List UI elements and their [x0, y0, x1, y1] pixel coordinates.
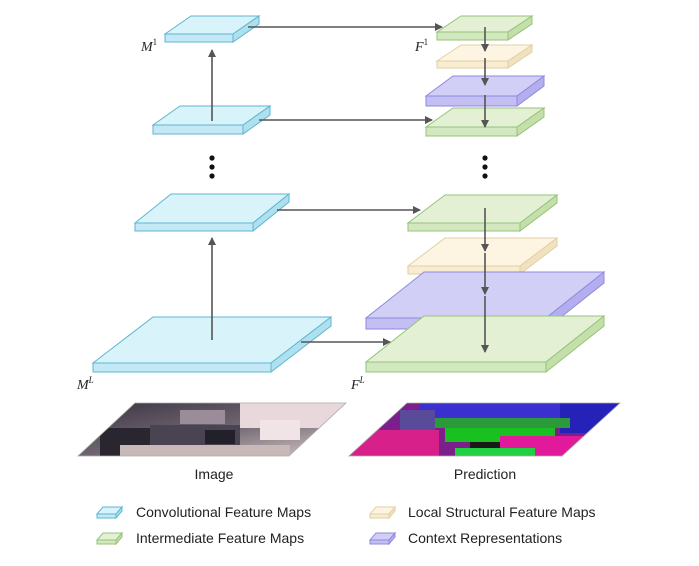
- prediction-map: [347, 402, 622, 457]
- label-f-top: F1: [414, 37, 428, 55]
- input-image: [76, 402, 348, 457]
- label-m-bottom: ML: [76, 375, 94, 393]
- legend-label-context: Context Representations: [408, 530, 562, 546]
- legend-swatch-local: [368, 505, 397, 520]
- legend-item-context: Context Representations: [368, 530, 562, 546]
- ellipsis-right: [482, 155, 488, 179]
- conv-map-level-3: [133, 192, 291, 233]
- legend-item-local: Local Structural Feature Maps: [368, 504, 596, 520]
- ellipsis-left: [209, 155, 215, 179]
- legend-swatch-context: [368, 531, 397, 546]
- legend: Convolutional Feature Maps Intermediate …: [95, 504, 596, 546]
- legend-label-intermediate: Intermediate Feature Maps: [136, 530, 304, 546]
- legend-label-conv: Convolutional Feature Maps: [136, 504, 311, 520]
- local-structural-map-2: [406, 236, 559, 276]
- label-m-top: M1: [140, 37, 157, 55]
- legend-swatch-conv: [95, 505, 124, 520]
- prediction-caption: Prediction: [454, 466, 516, 482]
- label-f-bottom: FL: [350, 375, 365, 393]
- intermediate-map-3: [406, 193, 559, 233]
- context-representation-1: [424, 75, 546, 107]
- legend-swatch-intermediate: [95, 531, 124, 546]
- legend-item-intermediate: Intermediate Feature Maps: [95, 530, 304, 546]
- legend-label-local: Local Structural Feature Maps: [408, 504, 596, 520]
- image-caption: Image: [195, 466, 234, 482]
- conv-map-level-1: [163, 15, 261, 43]
- legend-item-conv: Convolutional Feature Maps: [95, 504, 311, 520]
